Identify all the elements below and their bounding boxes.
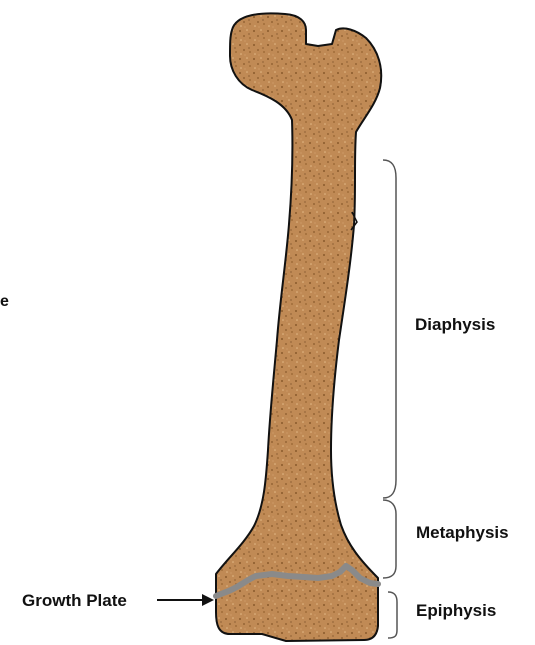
stray-text-fragment: e xyxy=(0,293,9,310)
growth-plate-label: Growth Plate xyxy=(22,591,127,610)
metaphysis-bracket xyxy=(383,500,396,578)
epiphysis-label: Epiphysis xyxy=(416,601,496,620)
diaphysis-bracket xyxy=(383,160,396,498)
femur-bone xyxy=(216,13,381,641)
epiphysis-bracket xyxy=(388,592,397,638)
metaphysis-label: Metaphysis xyxy=(416,523,509,542)
diaphysis-label: Diaphysis xyxy=(415,315,495,334)
growth-plate-arrow-head xyxy=(202,594,214,606)
